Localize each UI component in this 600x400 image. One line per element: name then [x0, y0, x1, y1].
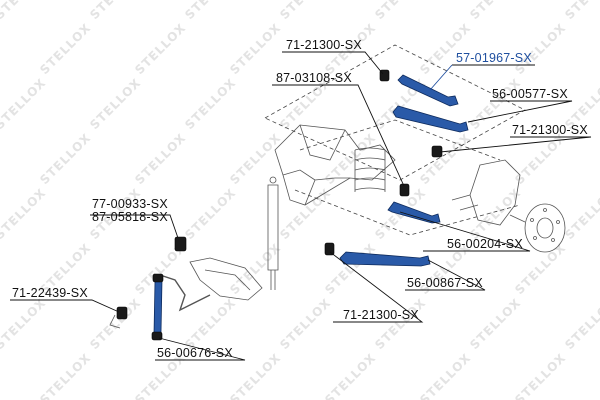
bushing-77-00933	[174, 236, 187, 252]
watermark-text: STELLOX	[132, 131, 189, 188]
stabilizer-link-56-00676	[153, 279, 163, 335]
watermark-text: STELLOX	[37, 131, 94, 188]
watermark-text: STELLOX	[227, 21, 284, 78]
watermark-text: STELLOX	[0, 76, 49, 133]
part-label-87-05818: 87-05818-SX	[92, 210, 168, 224]
part-label-56-00204: 56-00204-SX	[447, 237, 523, 251]
watermark-text: STELLOX	[37, 351, 94, 400]
stabilizer-link-top-joint	[152, 273, 164, 283]
watermark-text: STELLOX	[467, 296, 524, 353]
watermark-text: STELLOX	[0, 296, 49, 353]
watermark-text: STELLOX	[512, 131, 569, 188]
lower-arm-56-00867	[339, 251, 431, 267]
part-label-56-00867: 56-00867-SX	[407, 276, 483, 290]
part-label-56-00676: 56-00676-SX	[157, 346, 233, 360]
part-label-71-21300-bottom: 71-21300-SX	[343, 308, 419, 322]
watermark-text: STELLOX	[182, 186, 239, 243]
bushings	[116, 69, 443, 341]
watermark-text: STELLOX	[132, 21, 189, 78]
control-arm-56-00204	[387, 201, 441, 224]
watermark-text: STELLOX	[277, 296, 334, 353]
upper-control-arm-57-01967	[397, 74, 459, 107]
watermark-text: STELLOX	[372, 0, 429, 22]
watermark-text: STELLOX	[277, 0, 334, 22]
highlighted-parts	[153, 74, 469, 335]
watermark-text: STELLOX	[417, 131, 474, 188]
watermark-text: STELLOX	[87, 296, 144, 353]
watermark-text: STELLOX	[37, 21, 94, 78]
watermark-text: STELLOX	[417, 21, 474, 78]
watermark-text: STELLOX	[277, 186, 334, 243]
watermark-text: STELLOX	[322, 351, 379, 400]
part-label-56-00577: 56-00577-SX	[492, 87, 568, 101]
watermark-text: STELLOX	[512, 21, 569, 78]
bushing-71-21300-bottom	[324, 242, 335, 256]
part-label-71-21300-right: 71-21300-SX	[512, 123, 588, 137]
watermark-text: STELLOX	[0, 0, 49, 22]
watermark-text: STELLOX	[562, 296, 600, 353]
suspension-drawing	[109, 44, 566, 329]
watermark-text: STELLOX	[87, 0, 144, 22]
bushing-71-22439	[116, 306, 128, 320]
part-label-57-01967: 57-01967-SX	[456, 51, 532, 65]
watermark-text: STELLOX	[372, 296, 429, 353]
watermark-text: STELLOX	[417, 351, 474, 400]
bushing-87-03108	[399, 183, 410, 197]
part-label-87-03108: 87-03108-SX	[276, 71, 352, 85]
watermark-text: STELLOX	[0, 186, 49, 243]
part-label-77-00933: 77-00933-SX	[92, 197, 168, 211]
watermark-text: STELLOX	[562, 186, 600, 243]
watermark-text: STELLOX	[562, 0, 600, 22]
part-label-71-21300-top: 71-21300-SX	[286, 38, 362, 52]
watermark-text: STELLOX	[467, 0, 524, 22]
leader-lines	[10, 51, 592, 361]
watermark-text: STELLOX	[87, 76, 144, 133]
part-label-71-22439: 71-22439-SX	[12, 286, 88, 300]
watermark-text: STELLOX	[182, 0, 239, 22]
watermark-text: STELLOX	[512, 351, 569, 400]
watermark-text: STELLOX	[182, 76, 239, 133]
control-arm-56-00577	[392, 105, 469, 133]
